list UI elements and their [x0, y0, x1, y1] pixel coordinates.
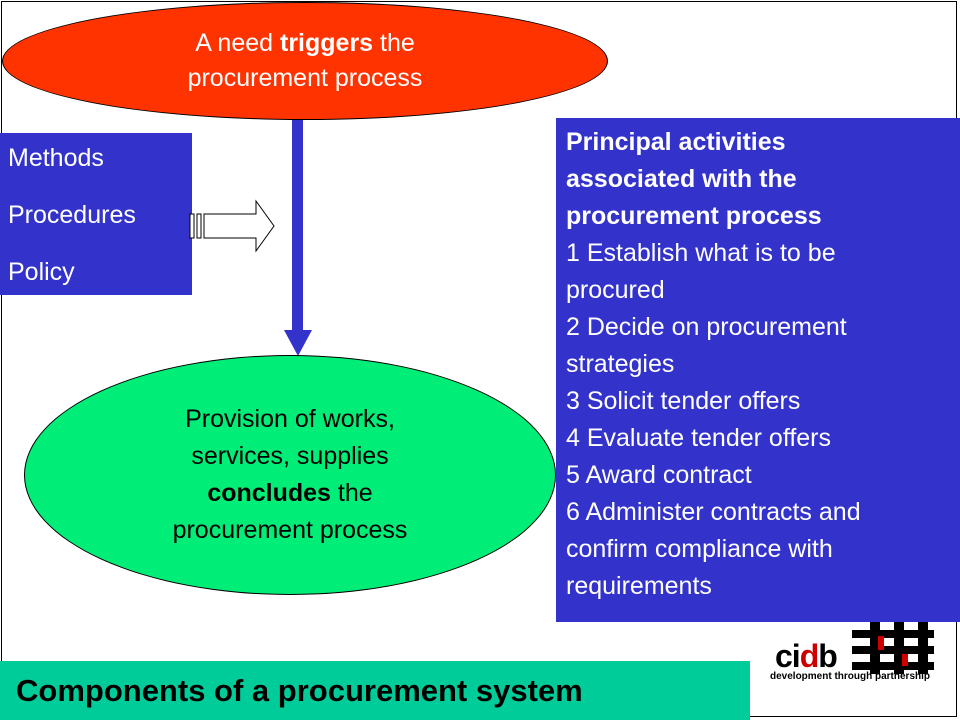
methods-box: Methods Procedures Policy: [0, 133, 192, 295]
flow-line: [292, 120, 303, 336]
activities-heading-2: associated with the: [566, 165, 797, 193]
block-arrow-icon: [189, 199, 275, 253]
conclusion-line-2: services, supplies: [191, 442, 389, 470]
cidb-logo-icon: [852, 622, 934, 674]
flow-arrowhead: [284, 330, 312, 356]
conclusion-line-4: procurement process: [172, 516, 408, 544]
activities-heading-3: procurement process: [566, 202, 822, 230]
activity-line: 3 Solicit tender offers: [566, 387, 801, 415]
activities-box: Principal activities associated with the…: [556, 118, 960, 622]
activity-line: 4 Evaluate tender offers: [566, 424, 831, 452]
page-title: Components of a procurement system: [0, 661, 750, 720]
activity-line: 2 Decide on procurement: [566, 313, 847, 341]
activities-heading-1: Principal activities: [566, 128, 786, 156]
activity-line: confirm compliance with: [566, 535, 833, 563]
activity-line: requirements: [566, 572, 712, 600]
logo-tagline: development through partnership: [770, 671, 931, 682]
policy-item: Policy: [8, 258, 75, 286]
activity-line: 6 Administer contracts and: [566, 498, 861, 526]
trigger-line-1: A need triggers the: [195, 29, 415, 57]
conclusion-line-1: Provision of works,: [185, 405, 395, 433]
methods-item: Methods: [8, 144, 104, 172]
conclusion-ellipse: Provision of works, services, supplies c…: [24, 355, 556, 595]
activity-line: 1 Establish what is to be: [566, 239, 836, 267]
activity-line: strategies: [566, 350, 675, 378]
conclusion-line-3: concludes the: [207, 479, 373, 507]
cidb-logo-text: cidb: [775, 638, 838, 674]
trigger-line-2: procurement process: [187, 64, 423, 92]
trigger-ellipse: A need triggers the procurement process: [2, 2, 608, 120]
activity-line: 5 Award contract: [566, 461, 752, 489]
procedures-item: Procedures: [8, 201, 136, 229]
activity-line: procured: [566, 276, 665, 304]
